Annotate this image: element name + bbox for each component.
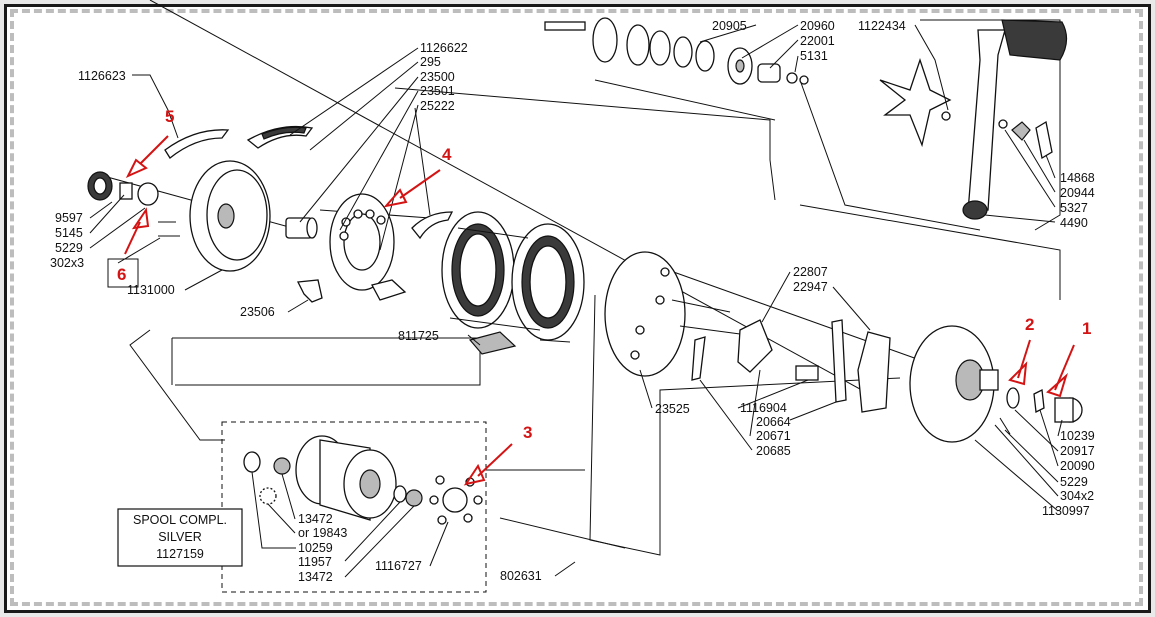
label-5145: 5145 <box>55 226 83 240</box>
label-22947: 22947 <box>793 280 828 294</box>
right-side-parts <box>604 251 1083 443</box>
left-side-parts <box>87 125 454 303</box>
label-23501: 23501 <box>420 84 455 98</box>
spool-kit-dashed-box <box>221 421 487 593</box>
label-23525: 23525 <box>655 402 690 416</box>
yoke-20664 <box>831 319 847 403</box>
part-25222 <box>411 211 454 240</box>
pinion-1116904 <box>795 365 819 381</box>
label-11957: 11957 <box>298 555 332 569</box>
callout-6: 6 <box>117 265 126 284</box>
label-23506: 23506 <box>240 305 275 319</box>
label-22807: 22807 <box>793 265 828 279</box>
label-4490: 4490 <box>1060 216 1088 230</box>
label-5229-left: 5229 <box>55 241 83 255</box>
label-5327: 5327 <box>1060 201 1088 215</box>
label-802631: 802631 <box>500 569 542 583</box>
label-14868: 14868 <box>1060 171 1095 185</box>
clip-5145 <box>119 182 133 200</box>
nut-20944 <box>1011 121 1031 141</box>
part-labels: 1126623 1126622 295 23500 23501 25222 95… <box>50 19 1095 584</box>
spool-box-line3: 1127159 <box>156 547 204 561</box>
plate-23525 <box>604 251 686 377</box>
label-20905: 20905 <box>712 19 747 33</box>
label-22001: 22001 <box>800 34 835 48</box>
label-20664: 20664 <box>756 415 791 429</box>
label-20685: 20685 <box>756 444 791 458</box>
label-1116904: 1116904 <box>740 401 787 415</box>
label-1130997: 1130997 <box>1042 504 1090 518</box>
label-25222: 25222 <box>420 99 455 113</box>
label-302x3: 302x3 <box>50 256 84 270</box>
label-304x2: 304x2 <box>1060 489 1094 503</box>
label-20090: 20090 <box>1060 459 1095 473</box>
label-20917: 20917 <box>1060 444 1095 458</box>
label-10259: 10259 <box>298 541 333 555</box>
callout-3: 3 <box>523 423 532 442</box>
label-10239: 10239 <box>1060 429 1095 443</box>
label-13472-top: 13472 <box>298 512 333 526</box>
label-20960: 20960 <box>800 19 835 33</box>
spool-compl-box <box>117 508 243 567</box>
spool-box-line1: SPOOL COMPL. <box>133 513 227 527</box>
label-19843: or 19843 <box>298 526 347 540</box>
spool-set-parts <box>243 435 626 549</box>
spool-box-line2: SILVER <box>158 530 202 544</box>
part-22947 <box>857 331 891 413</box>
callout-6-box <box>107 258 139 288</box>
callout-5: 5 <box>165 107 174 126</box>
label-295: 295 <box>420 55 441 69</box>
callout-4: 4 <box>442 145 452 164</box>
label-1122434: 1122434 <box>858 19 906 33</box>
frame-811725 <box>441 211 585 355</box>
clicker-22807 <box>737 319 773 373</box>
handle-assembly <box>879 19 1068 220</box>
label-5229-right: 5229 <box>1060 475 1088 489</box>
callout-2: 2 <box>1025 315 1034 334</box>
label-1131000: 1131000 <box>127 283 175 297</box>
part-23506 <box>296 279 323 303</box>
leader-lines <box>89 24 1063 578</box>
plate-14868 <box>1035 120 1053 160</box>
washer-5229 <box>137 182 159 206</box>
pawl-20685 <box>691 336 706 381</box>
label-1126622: 1126622 <box>420 41 468 55</box>
label-20944: 20944 <box>1060 186 1095 200</box>
click-spring-1126623 <box>164 129 230 159</box>
label-5131: 5131 <box>800 49 828 63</box>
label-1126623: 1126623 <box>78 69 126 83</box>
label-23500: 23500 <box>420 70 455 84</box>
oring-20917 <box>1006 387 1020 409</box>
label-9597: 9597 <box>55 211 83 225</box>
gear-train <box>544 17 809 85</box>
label-13472-bottom: 13472 <box>298 570 333 584</box>
star-drag <box>879 57 952 148</box>
label-20671: 20671 <box>756 429 791 443</box>
label-1116727: 1116727 <box>375 559 422 573</box>
callout-arrows <box>124 135 1075 486</box>
callout-1: 1 <box>1082 319 1091 338</box>
cog-1116727 <box>442 487 468 513</box>
handle-knob <box>1001 19 1068 61</box>
washer-20090 <box>1033 389 1045 413</box>
label-811725: 811725 <box>398 329 439 343</box>
spool-shaft-802631 <box>499 517 626 549</box>
